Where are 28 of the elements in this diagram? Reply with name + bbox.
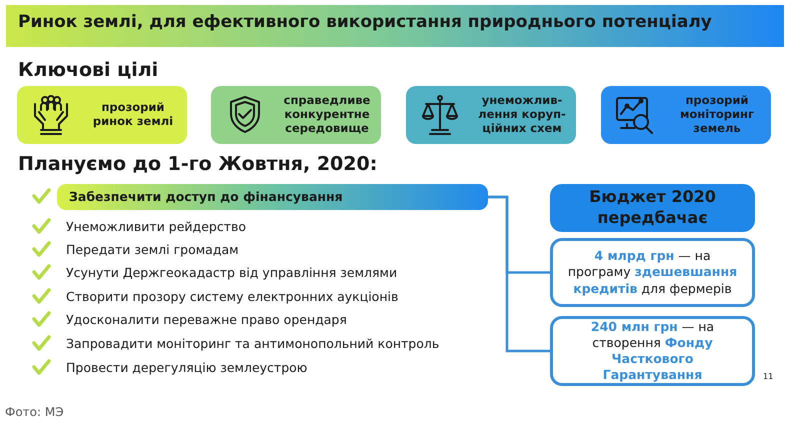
pill-text: Забезпечити доступ до фінансування bbox=[69, 189, 343, 204]
list-item: Удосконалити переважне право орендаря bbox=[66, 312, 347, 327]
list-item: Унеможливити рейдерство bbox=[66, 219, 246, 234]
goal-card bbox=[601, 86, 771, 144]
goal-text: справедливе конкурентне середовище bbox=[282, 94, 372, 136]
section-heading: Плануємо до 1-го Жовтня, 2020: bbox=[18, 153, 378, 175]
budget-text: 4 млрд грн — на програму здешевшання кредитів для фермерів bbox=[566, 248, 738, 297]
budget-item-box bbox=[550, 316, 755, 386]
goal-text: унеможлив- лення коруп- ційних схем bbox=[477, 94, 567, 136]
list-item: Провести дерегуляцію землеустрою bbox=[66, 360, 308, 375]
budget-item-box bbox=[550, 238, 755, 307]
goal-card bbox=[406, 86, 576, 144]
goal-card bbox=[211, 86, 381, 144]
page-number: 11 bbox=[763, 372, 774, 381]
list-item: Усунути Держгеокадастр від управління землями bbox=[66, 265, 398, 280]
section-heading: Ключові цілі bbox=[18, 59, 158, 81]
goal-text: прозорий моніторинг земель bbox=[679, 94, 755, 136]
list-item: Передати землі громадам bbox=[66, 242, 239, 257]
goal-text: прозорий ринок землі bbox=[92, 101, 174, 129]
photo-credit: Фото: МЭ bbox=[5, 405, 64, 419]
title: Ринок землі, для ефективного використання природнього потенціалу bbox=[18, 12, 712, 32]
connector-line bbox=[488, 196, 550, 352]
list-item: Створити прозору систему електронних аукціонів bbox=[66, 289, 398, 304]
budget-text: 240 млн грн — на створення Фонду Часткового Гарантування bbox=[590, 318, 716, 384]
budget-heading: Бюджет 2020 передбачає bbox=[588, 187, 717, 229]
list-item: Запровадити моніторинг та антимонопольний контроль bbox=[66, 336, 440, 351]
goal-card bbox=[17, 86, 187, 144]
budget-header bbox=[550, 184, 755, 232]
